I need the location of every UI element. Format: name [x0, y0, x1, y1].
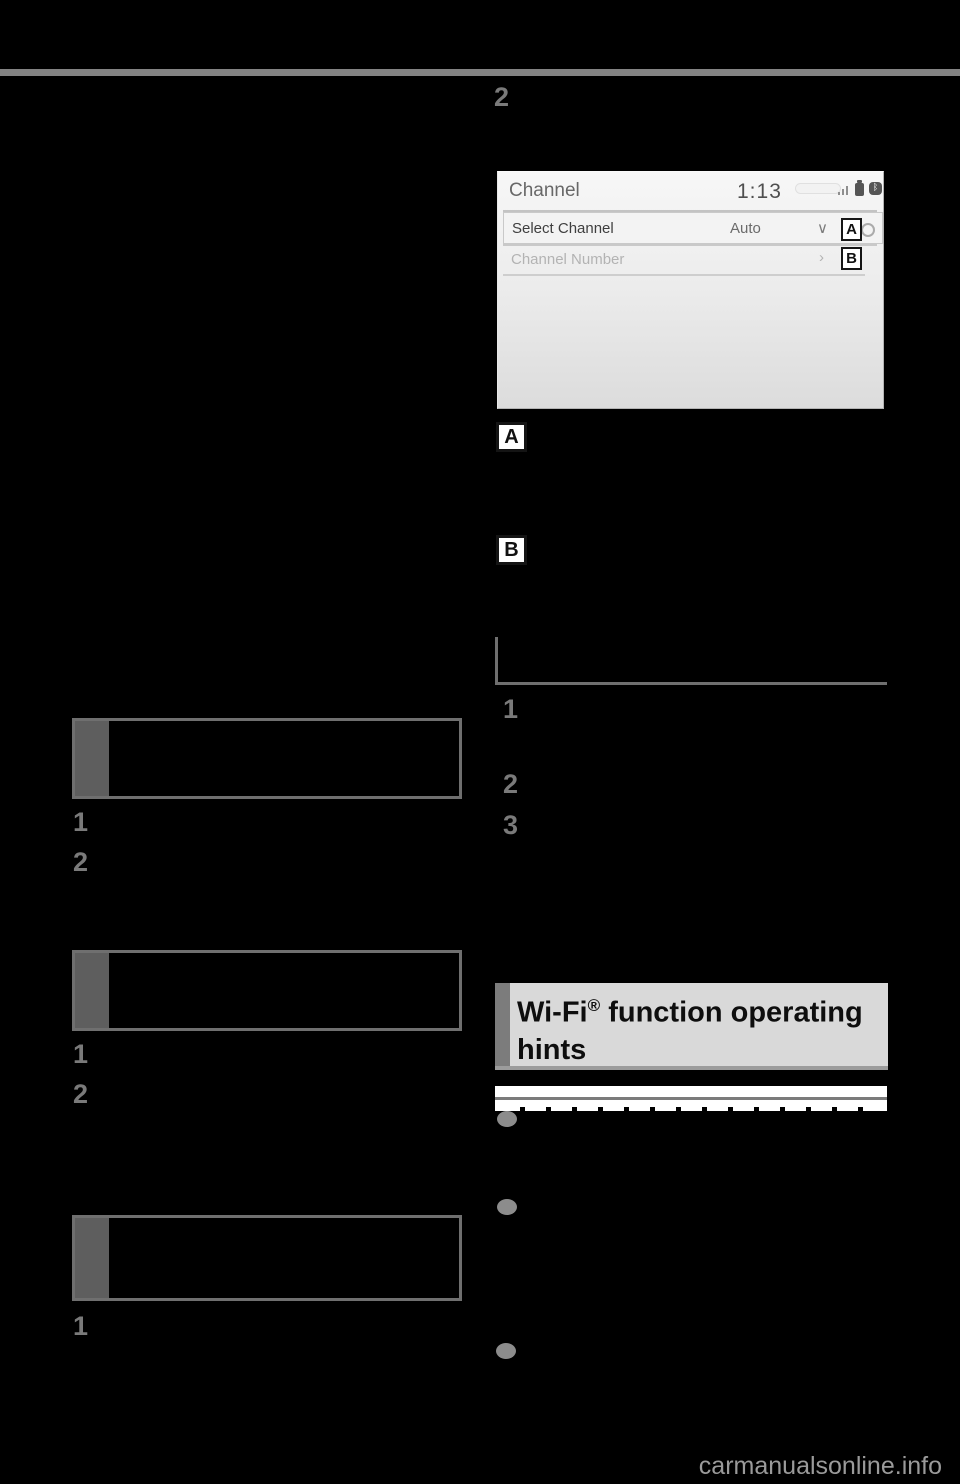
step-number: 2 [73, 847, 89, 877]
clock-label: 1:13 [737, 180, 782, 203]
chevron-down-icon: ∨ [817, 220, 828, 237]
step-number: 2 [494, 82, 510, 112]
callout-box [72, 1215, 462, 1301]
bullet-icon [496, 1343, 516, 1359]
callout-box [72, 718, 462, 799]
site-watermark: carmanualsonline.info [698, 1452, 942, 1480]
channel-screen-figure: Channel 1:13 ᛒ Select Channel Auto ∨ A C… [497, 171, 884, 409]
callout-marker-a: A [841, 218, 862, 241]
heading-accent-bar [495, 983, 510, 1066]
table-border-vertical [495, 637, 498, 685]
bullet-icon [497, 1111, 517, 1127]
strip-divider-line [495, 1097, 887, 1100]
screen-title: Channel [509, 180, 580, 201]
callout-box [72, 950, 462, 1031]
legend-box-b: B [496, 535, 527, 565]
row-label: Select Channel [512, 220, 614, 237]
circle-indicator-icon [861, 223, 875, 237]
step-number: 1 [503, 694, 519, 724]
partially-redacted-strip [495, 1086, 887, 1111]
step-number: 1 [73, 1311, 89, 1341]
list-divider [503, 244, 877, 246]
channel-number-row: Channel Number › [503, 245, 883, 274]
heading-rest: function operating hints [517, 996, 863, 1066]
callout-marker-b: B [841, 247, 862, 270]
callout-accent-bar [75, 721, 109, 796]
step-number: 2 [503, 769, 519, 799]
step-number: 1 [73, 807, 89, 837]
callout-accent-bar [75, 1218, 109, 1298]
step-number: 2 [73, 1079, 89, 1109]
wifi-brand: Wi-Fi [517, 996, 588, 1029]
row-value: Auto [730, 220, 761, 237]
list-divider [503, 210, 877, 212]
bullet-icon [497, 1199, 517, 1215]
battery-icon [855, 180, 864, 196]
legend-box-a: A [496, 422, 527, 452]
section-heading-text: Wi-Fi® function operating hints [517, 987, 877, 1069]
signal-icon [838, 186, 850, 195]
list-divider [503, 274, 865, 276]
step-number: 1 [73, 1039, 89, 1069]
section-heading-box: Wi-Fi® function operating hints [495, 983, 888, 1070]
top-divider-rule [0, 69, 960, 76]
chevron-right-icon: › [819, 249, 824, 266]
table-border-horizontal [495, 682, 887, 685]
status-pill [795, 183, 841, 194]
callout-accent-bar [75, 953, 109, 1028]
bluetooth-icon: ᛒ [869, 182, 882, 195]
registered-mark: ® [587, 996, 601, 1015]
row-label: Channel Number [511, 251, 625, 268]
step-number: 3 [503, 810, 519, 840]
select-channel-row: Select Channel Auto ∨ [503, 212, 883, 244]
redacted-text-tops [520, 1107, 878, 1111]
